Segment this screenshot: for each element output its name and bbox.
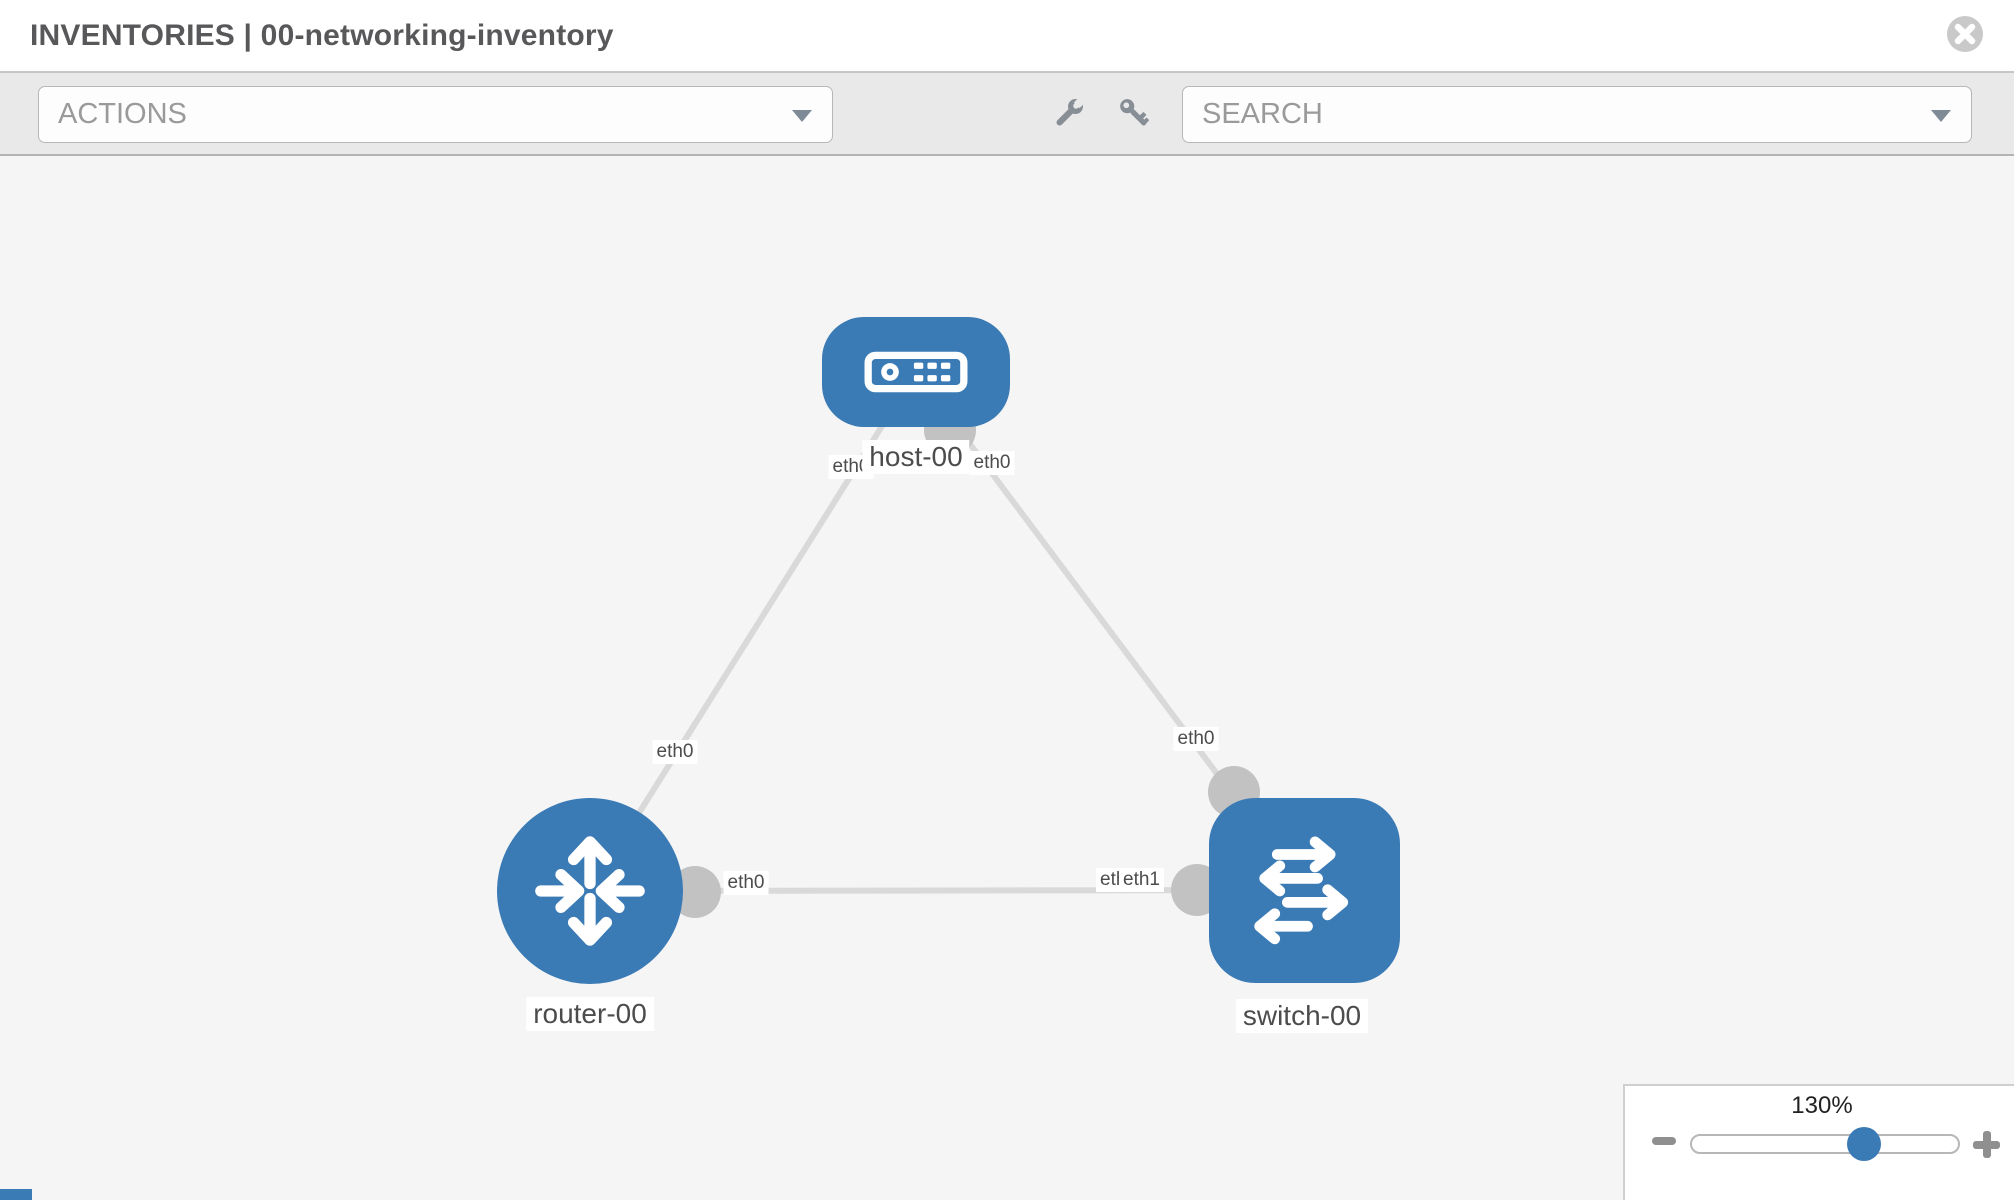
chevron-down-icon bbox=[1931, 110, 1951, 122]
zoom-slider-knob[interactable] bbox=[1847, 1127, 1881, 1161]
topology-canvas[interactable] bbox=[0, 156, 2014, 1200]
interface-label: eth0 bbox=[652, 740, 698, 764]
actions-dropdown-label: ACTIONS bbox=[58, 98, 187, 130]
interface-label: eth0 bbox=[723, 871, 769, 895]
node-switch-00[interactable] bbox=[1209, 798, 1400, 983]
interface-label: eth0 bbox=[969, 451, 1015, 475]
interface-label: eth0 bbox=[1173, 727, 1219, 751]
node-label-router: router-00 bbox=[526, 997, 654, 1031]
header: INVENTORIES | 00-networking-inventory bbox=[0, 0, 2014, 71]
close-icon bbox=[1947, 16, 1983, 52]
zoom-in-button[interactable] bbox=[1973, 1131, 2000, 1158]
plus-icon bbox=[1973, 1141, 2000, 1149]
node-label-switch: switch-00 bbox=[1235, 999, 1369, 1033]
toolbar: ACTIONS SEARCH bbox=[0, 71, 2014, 156]
node-label-host: host-00 bbox=[862, 440, 970, 474]
search-dropdown-label: SEARCH bbox=[1202, 98, 1323, 130]
tools-button[interactable] bbox=[1046, 92, 1090, 136]
wrench-icon bbox=[1056, 96, 1086, 126]
zoom-slider-track[interactable] bbox=[1690, 1134, 1960, 1154]
zoom-level-value: 130% bbox=[1791, 1092, 1853, 1119]
credentials-button[interactable] bbox=[1113, 92, 1157, 136]
page-title: INVENTORIES | 00-networking-inventory bbox=[30, 19, 614, 52]
host-icon bbox=[864, 351, 968, 393]
close-button[interactable] bbox=[1946, 15, 1984, 53]
node-router-00[interactable] bbox=[497, 798, 683, 984]
chevron-down-icon bbox=[792, 110, 812, 122]
search-dropdown[interactable]: SEARCH bbox=[1182, 86, 1972, 143]
node-host-00[interactable] bbox=[822, 317, 1010, 427]
key-icon bbox=[1120, 99, 1149, 126]
router-icon bbox=[535, 836, 645, 946]
zoom-out-button[interactable] bbox=[1652, 1137, 1676, 1145]
interface-label: eth1 bbox=[1119, 868, 1164, 892]
actions-dropdown[interactable]: ACTIONS bbox=[38, 86, 833, 143]
switch-icon bbox=[1253, 836, 1348, 944]
bottom-left-blue-strip bbox=[0, 1189, 32, 1200]
zoom-control-panel: 130% bbox=[1623, 1084, 2014, 1200]
